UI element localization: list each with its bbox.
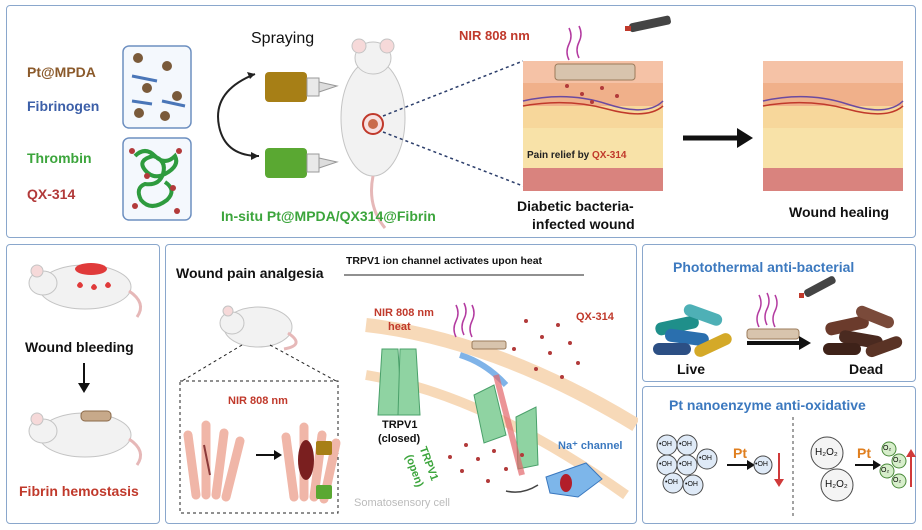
dead-bacteria-icon bbox=[823, 305, 903, 358]
trpv1-header: TRPV1 ion channel activates upon heat bbox=[346, 255, 543, 267]
o2-bubbles-icon bbox=[879, 441, 907, 489]
trpv1-open-icon bbox=[473, 374, 539, 476]
pain-relief-prefix: Pain relief by bbox=[527, 150, 593, 161]
trpv1-closed-line1: TRPV1 bbox=[382, 419, 418, 431]
somatosensory-label: Somatosensory cell bbox=[354, 497, 450, 509]
nanoenzyme-graphics bbox=[656, 417, 916, 517]
o2-label-2: O₂ bbox=[893, 457, 902, 464]
patch-icon bbox=[471, 340, 507, 350]
oh-label-2: •OH bbox=[679, 441, 692, 448]
oh-label-1: •OH bbox=[659, 441, 672, 448]
live-label: Live bbox=[677, 361, 706, 377]
paw-icon-left bbox=[183, 420, 245, 502]
trpv1-closed-icon bbox=[377, 348, 421, 416]
pt-mpda-particles-icon bbox=[131, 53, 186, 121]
nir-heat-line2: heat bbox=[388, 321, 411, 333]
inset-nir-label: NIR 808 nm bbox=[228, 395, 288, 407]
oh-label-6: •OH bbox=[665, 479, 678, 486]
na-arrow bbox=[505, 484, 539, 493]
h2o2-bubble-2 bbox=[820, 468, 854, 502]
in-situ-label: In-situ Pt@MPDA/QX314@Fibrin bbox=[221, 208, 436, 224]
heat-flow-arrow bbox=[459, 352, 509, 388]
nanoenzyme-title: Pt nanoenzyme anti-oxidative bbox=[669, 397, 866, 413]
brown-spray-bottle-icon bbox=[265, 72, 339, 102]
oh-label-5: •OH bbox=[699, 455, 712, 462]
analgesia-graphics bbox=[179, 274, 638, 514]
legend-thrombin: Thrombin bbox=[27, 150, 92, 166]
analgesia-mouse-icon bbox=[219, 305, 298, 351]
photothermal-laser-icon bbox=[799, 276, 836, 298]
zoom-lines bbox=[382, 60, 524, 187]
photothermal-heat-waves-icon bbox=[756, 292, 778, 328]
photothermal-panel: Photothermal anti-bacterial Live Dead bbox=[642, 244, 916, 382]
legend-qx314: QX-314 bbox=[27, 186, 76, 202]
qx314-label: QX-314 bbox=[576, 311, 614, 323]
h2o2-label-1: H₂O₂ bbox=[815, 447, 838, 458]
legend-fibrinogen: Fibrinogen bbox=[27, 98, 100, 114]
healing-caption: Wound healing bbox=[789, 204, 890, 220]
fibrin-hemostasis-label: Fibrin hemostasis bbox=[19, 483, 139, 499]
top-panel: Pt@MPDA Fibrinogen Thrombin QX-314 Spray… bbox=[6, 5, 916, 238]
photothermal-graphics bbox=[653, 276, 903, 358]
oh-reduced-icon bbox=[753, 455, 773, 475]
wound-caption-line2: infected wound bbox=[532, 216, 635, 232]
oh-label-8: •OH bbox=[755, 461, 768, 468]
curved-arrow-up bbox=[217, 73, 256, 127]
paw-icon-right bbox=[281, 422, 341, 504]
spraying-label: Spraying bbox=[251, 30, 315, 47]
bleeding-mouse-icon bbox=[28, 263, 143, 318]
o2-label-1: O₂ bbox=[883, 445, 892, 452]
legend-pt-mpda: Pt@MPDA bbox=[27, 64, 96, 80]
trpv1-closed-line2: (closed) bbox=[378, 433, 421, 445]
nir-label: NIR 808 nm bbox=[459, 28, 530, 43]
na-channel-icon bbox=[545, 462, 603, 498]
pt-label-1: Pt bbox=[733, 445, 747, 461]
analgesia-title: Wound pain analgesia bbox=[176, 265, 324, 281]
green-spray-bottle-icon bbox=[265, 148, 339, 178]
na-channel-label: Na⁺ channel bbox=[558, 440, 623, 452]
thrombin-fiber-icon bbox=[129, 148, 182, 214]
healed-mouse-icon bbox=[28, 410, 143, 466]
o2-label-3: O₂ bbox=[881, 467, 890, 474]
o2-label-4: O₂ bbox=[893, 477, 902, 484]
hemostasis-panel: Wound bleeding Fibrin hemostasis bbox=[6, 244, 160, 524]
pain-relief-drug: QX-314 bbox=[592, 150, 627, 161]
oh-label-3: •OH bbox=[659, 461, 672, 468]
healed-skin-block bbox=[762, 61, 904, 191]
heat-waves-icon bbox=[566, 25, 582, 61]
oh-radicals-icon bbox=[656, 434, 718, 496]
oh-label-4: •OH bbox=[679, 461, 692, 468]
inset-lines bbox=[181, 344, 337, 382]
qx314-dots bbox=[448, 319, 580, 483]
wound-skin-block bbox=[522, 61, 664, 191]
pt-label-2: Pt bbox=[857, 445, 871, 461]
analgesia-heat-waves-icon bbox=[453, 302, 475, 338]
pain-relief-label: Pain relief by QX-314 bbox=[527, 150, 627, 161]
legend-box-top bbox=[122, 45, 192, 129]
h2o2-label-2: H₂O₂ bbox=[825, 479, 848, 490]
laser-pointer-icon bbox=[625, 15, 671, 33]
wound-bleeding-label: Wound bleeding bbox=[25, 339, 134, 355]
cell-membrane-outer bbox=[365, 318, 638, 431]
photothermal-title: Photothermal anti-bacterial bbox=[673, 259, 855, 275]
top-panel-graphics bbox=[122, 15, 904, 229]
h2o2-bubble-1 bbox=[810, 436, 844, 470]
curved-arrow-down bbox=[218, 125, 260, 157]
live-bacteria-icon bbox=[653, 304, 732, 357]
inset-bottles-icon bbox=[316, 441, 332, 499]
analgesia-panel: Wound pain analgesia TRPV1 ion channel a… bbox=[165, 244, 638, 524]
oh-label-7: •OH bbox=[685, 481, 698, 488]
hemostasis-graphics bbox=[28, 263, 143, 466]
wound-caption-line1: Diabetic bacteria- bbox=[517, 198, 634, 214]
nanoenzyme-panel: Pt nanoenzyme anti-oxidative Pt Pt •OH •… bbox=[642, 386, 916, 524]
mouse-top-view-icon bbox=[340, 38, 406, 229]
photothermal-patch-icon bbox=[746, 328, 800, 340]
dead-label: Dead bbox=[849, 361, 884, 377]
nir-heat-line1: NIR 808 nm bbox=[374, 307, 434, 319]
